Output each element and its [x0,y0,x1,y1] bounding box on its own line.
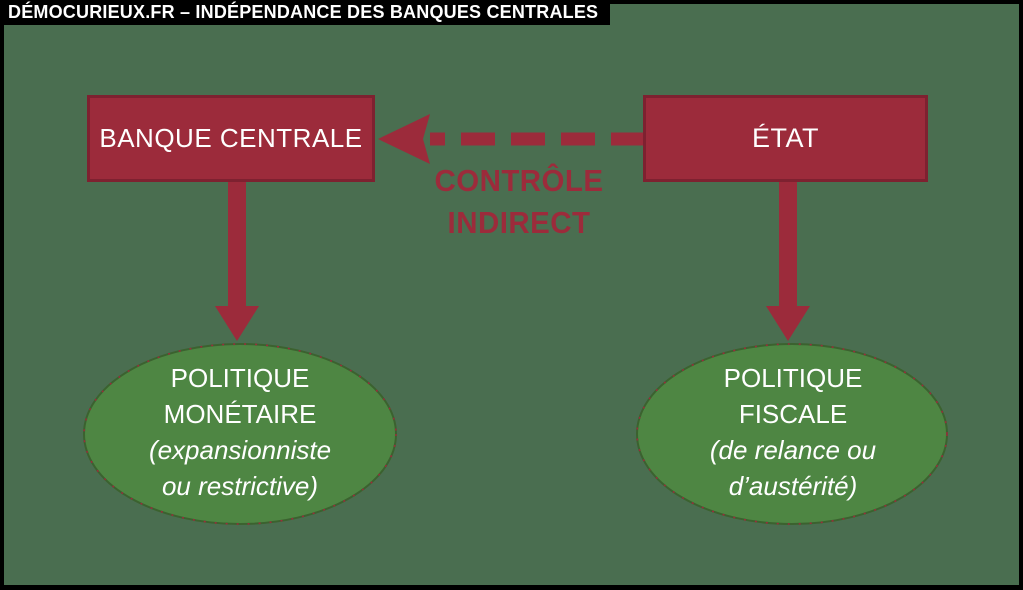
title-bar: DÉMOCURIEUX.FR – INDÉPENDANCE DES BANQUE… [0,0,611,25]
state-label: ÉTAT [752,123,819,153]
fiscal-policy-line1: POLITIQUE [723,363,863,393]
monetary-policy-line1: POLITIQUE [170,363,310,393]
monetary-policy-line2: MONÉTAIRE [163,399,317,429]
state-box: ÉTAT [643,95,928,182]
indirect-control-label-line2: INDIRECT [447,205,591,240]
fiscal-policy-text: POLITIQUE FISCALE (de relance ou d’austé… [637,360,949,504]
fiscal-policy-line2: FISCALE [738,399,848,429]
central-bank-box: BANQUE CENTRALE [87,95,375,182]
fiscal-policy-line3: (de relance ou [709,435,877,465]
fiscal-policy-line4: d’austérité) [728,471,858,501]
indirect-control-label: CONTRÔLE INDIRECT [415,160,624,244]
monetary-policy-line4: ou restrictive) [161,471,319,501]
title-text: DÉMOCURIEUX.FR – INDÉPENDANCE DES BANQUE… [8,2,599,22]
monetary-policy-line3: (expansionniste [148,435,332,465]
central-bank-label: BANQUE CENTRALE [99,123,363,153]
indirect-control-label-line1: CONTRÔLE [434,163,604,198]
monetary-policy-text: POLITIQUE MONÉTAIRE (expansionniste ou r… [84,360,396,504]
